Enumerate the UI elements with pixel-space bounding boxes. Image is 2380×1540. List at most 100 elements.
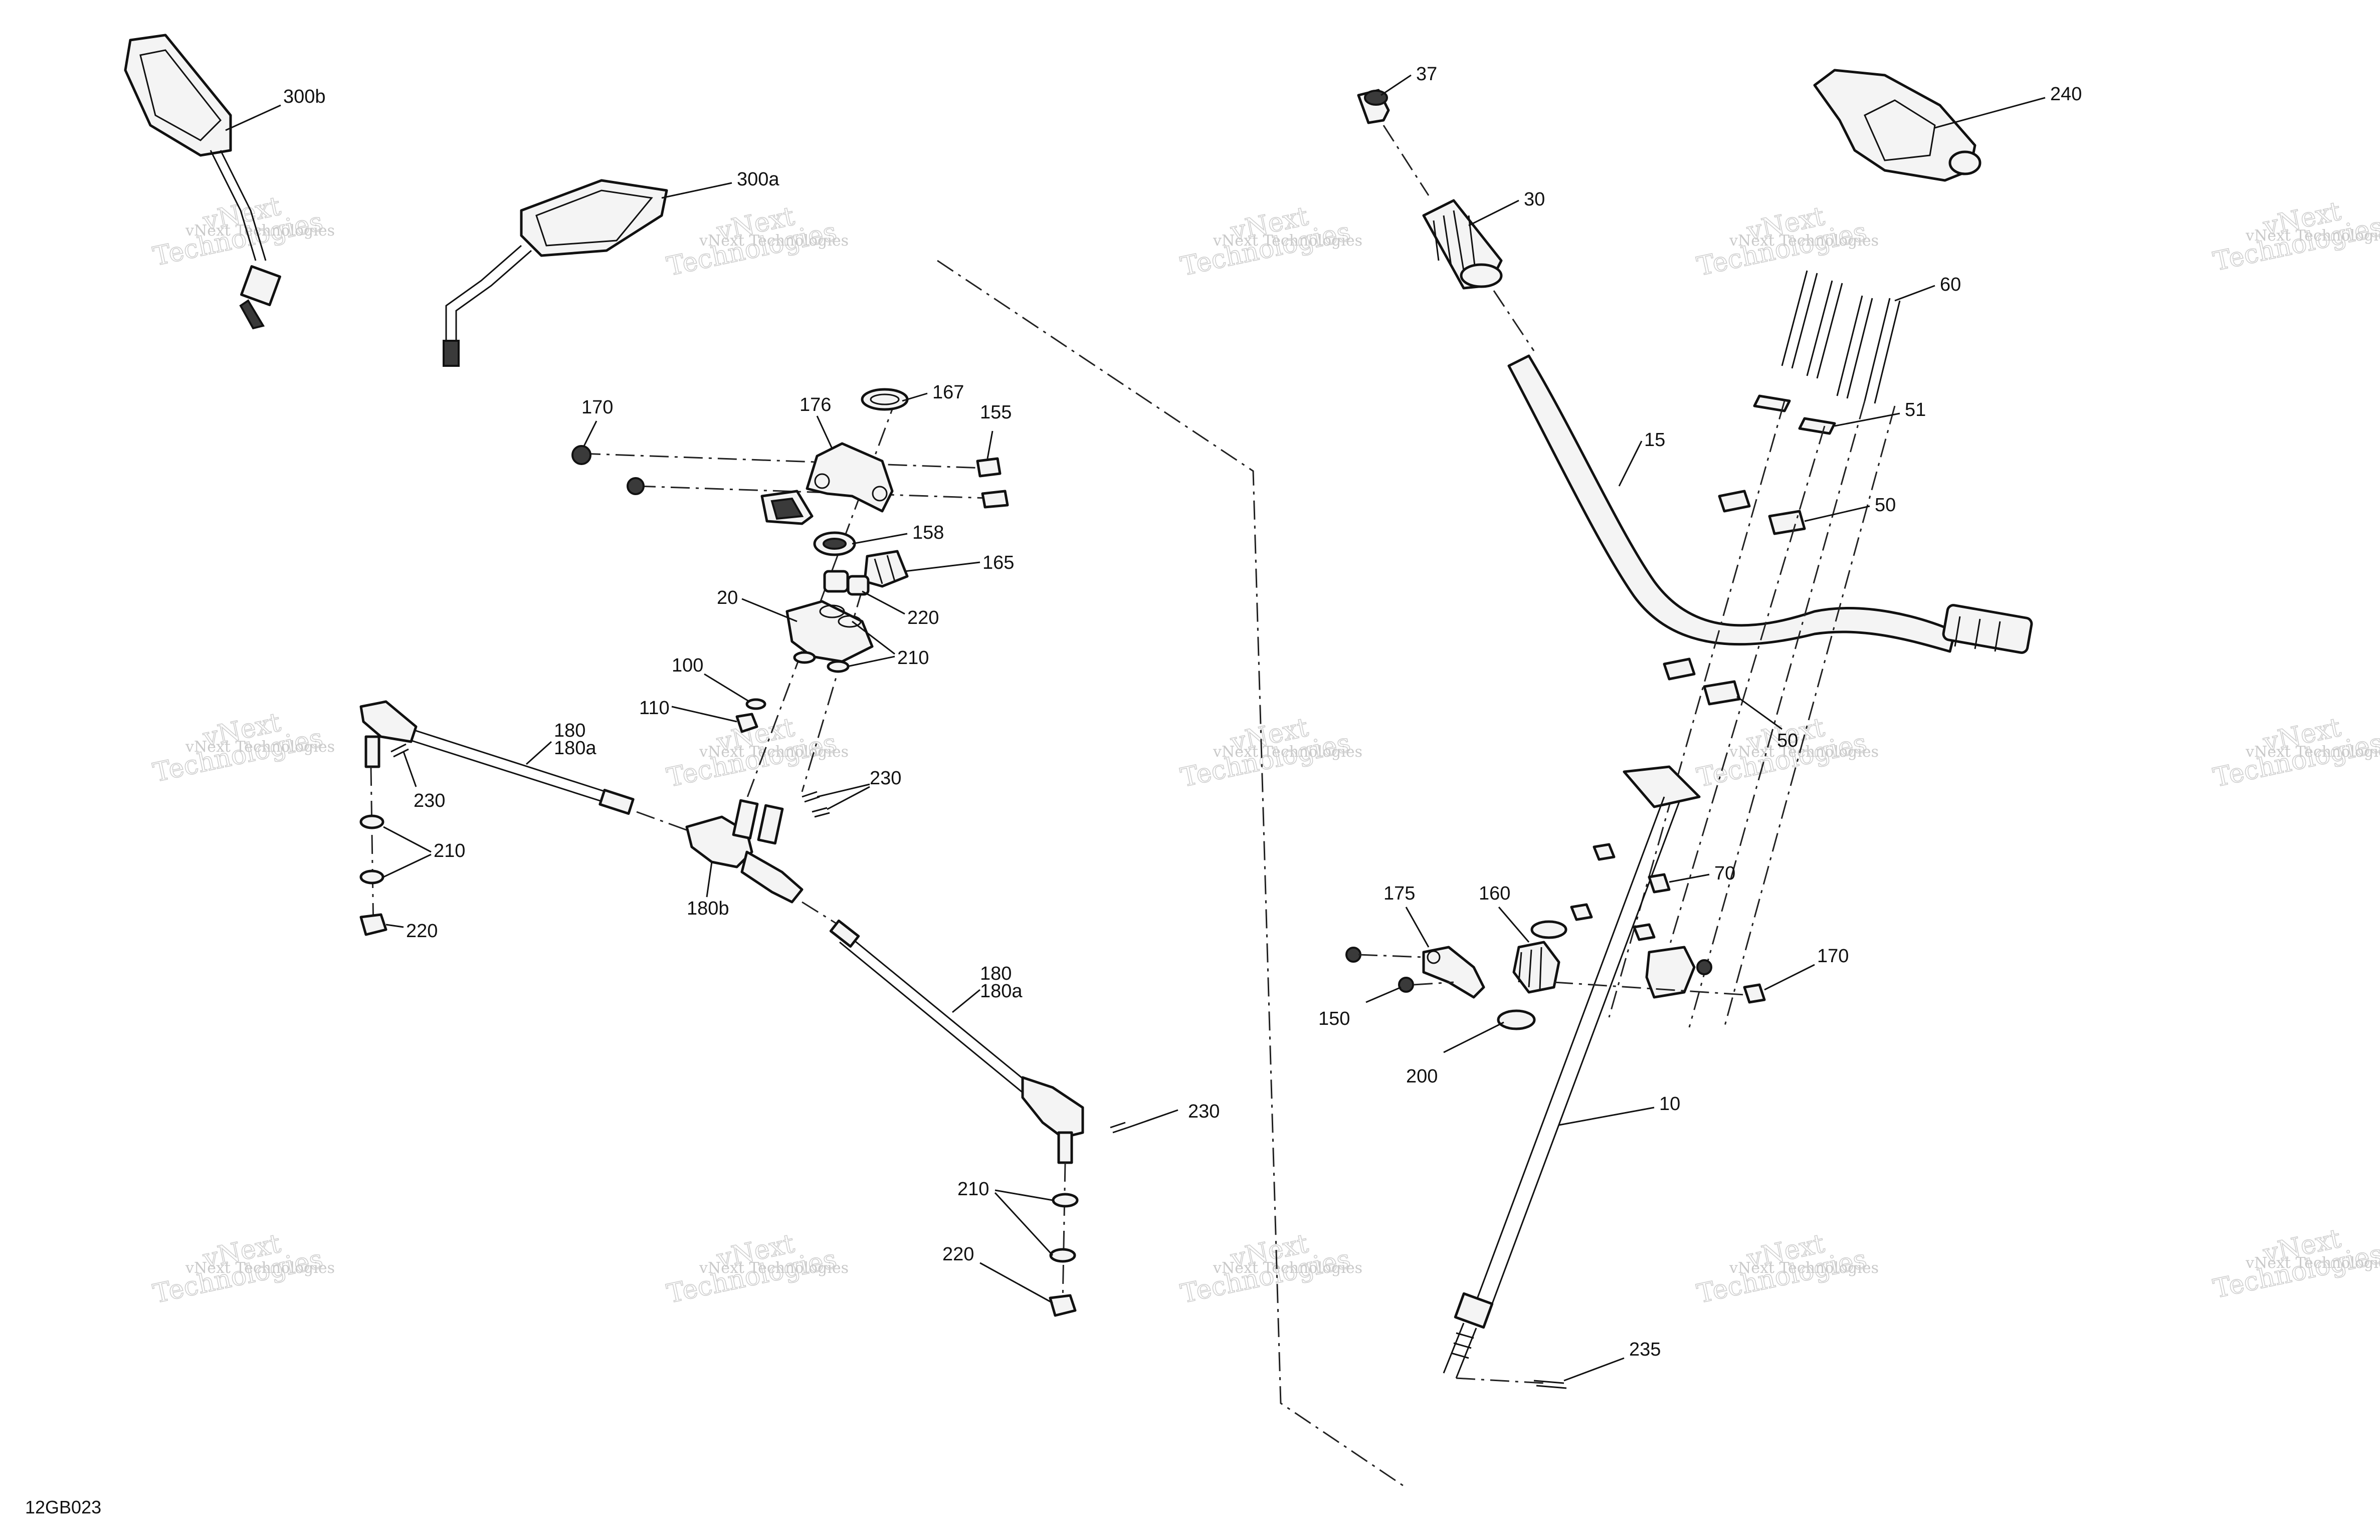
callout-210b: 210 <box>434 840 465 861</box>
leader-300b <box>225 104 281 131</box>
leader-210b-2 <box>383 853 432 878</box>
leader-51 <box>1834 412 1900 427</box>
leader-37 <box>1380 74 1412 96</box>
leader-170a <box>583 420 598 447</box>
svg-text:vNext Technologies: vNext Technologies <box>1729 232 1879 250</box>
callout-155: 155 <box>980 402 1012 423</box>
callout-180b: 180b <box>687 898 729 919</box>
callout-50a: 50 <box>1875 495 1896 516</box>
watermark: vNext Technologies Technologies vNext <box>664 201 849 283</box>
leader-210c-2 <box>994 1192 1054 1256</box>
leader-240 <box>1934 97 2046 129</box>
callout-180a-sub: 180a <box>554 738 597 759</box>
leader-10 <box>1558 1107 1655 1126</box>
callout-60: 60 <box>1940 274 1961 295</box>
callout-176: 176 <box>800 394 831 415</box>
watermark: vNext Technologies Technologies vNext <box>1177 201 1362 283</box>
leader-160 <box>1498 907 1530 943</box>
callout-300b: 300b <box>283 86 326 107</box>
callout-180b-sub: 180a <box>980 981 1023 1002</box>
watermark: vNext Technologies Technologies vNext <box>664 1228 849 1310</box>
callout-200: 200 <box>1406 1066 1438 1087</box>
callout-20: 20 <box>717 587 738 608</box>
callout-240: 240 <box>2050 84 2082 105</box>
callout-30: 30 <box>1524 189 1545 210</box>
leader-210c-1 <box>995 1189 1053 1201</box>
leader-170b <box>1764 964 1815 991</box>
callout-110: 110 <box>639 698 670 719</box>
callout-170a: 170 <box>581 397 613 418</box>
callout-165: 165 <box>982 552 1014 573</box>
leader-235 <box>1563 1357 1625 1382</box>
leader-150 <box>1365 986 1402 1003</box>
callout-230a: 230 <box>414 790 445 811</box>
leader-230b-2 <box>827 786 870 810</box>
handlebar-assembly <box>1345 69 2033 1389</box>
callout-170b: 170 <box>1817 946 1849 967</box>
leader-220c <box>979 1262 1053 1304</box>
leader-110 <box>671 706 737 723</box>
leader-180b-right <box>952 989 980 1013</box>
svg-text:vNext Technologies: vNext Technologies <box>1213 1259 1362 1277</box>
leader-176 <box>816 415 833 449</box>
callout-50b: 50 <box>1777 730 1798 751</box>
watermark: vNext Technologies Technologies vNext <box>2210 712 2380 794</box>
callout-150: 150 <box>1318 1008 1350 1029</box>
callout-220c: 220 <box>942 1244 974 1265</box>
leader-50a <box>1804 505 1870 522</box>
callout-175: 175 <box>1383 883 1415 904</box>
leader-175 <box>1405 907 1430 948</box>
tie-rod-left <box>359 700 635 936</box>
callout-300a: 300a <box>737 169 779 190</box>
callout-220b: 220 <box>406 921 438 942</box>
steering-bracket-assembly <box>571 388 1009 818</box>
leader-210a-1 <box>852 620 895 655</box>
svg-text:vNext Technologies: vNext Technologies <box>185 1259 335 1277</box>
watermark: vNext Technologies Technologies vNext <box>150 707 335 789</box>
leader-180b <box>706 861 713 898</box>
tie-rod-right <box>829 919 1128 1317</box>
callout-70: 70 <box>1714 863 1735 884</box>
leader-100 <box>704 673 750 703</box>
mirror-300b <box>124 34 281 330</box>
leader-200 <box>1443 1021 1504 1053</box>
callout-230c: 230 <box>1188 1101 1220 1122</box>
watermark: vNext Technologies Technologies vNext <box>1177 712 1362 794</box>
leader-60 <box>1894 285 1935 302</box>
callout-100: 100 <box>672 655 703 676</box>
diagram-code: 12GB023 <box>25 1497 101 1517</box>
watermark: vNext Technologies Technologies vNext <box>150 191 335 273</box>
leader-15 <box>1618 441 1643 487</box>
leader-230a <box>403 751 417 787</box>
watermarks: vNext Technologies Technologies vNext vN… <box>150 191 2380 1310</box>
svg-text:vNext Technologies: vNext Technologies <box>2245 1254 2380 1272</box>
svg-text:vNext Technologies: vNext Technologies <box>1213 743 1362 761</box>
callout-37: 37 <box>1416 64 1437 85</box>
callout-220a: 220 <box>907 607 939 628</box>
svg-text:vNext Technologies: vNext Technologies <box>2245 227 2380 245</box>
watermark: vNext Technologies Technologies vNext <box>1694 201 1879 283</box>
svg-text:vNext Technologies: vNext Technologies <box>699 232 849 250</box>
svg-text:vNext Technologies: vNext Technologies <box>1729 743 1879 761</box>
assembly-boundary <box>937 260 1404 1487</box>
callout-51: 51 <box>1905 399 1926 420</box>
leader-165 <box>904 561 980 572</box>
callout-10: 10 <box>1659 1093 1680 1115</box>
callout-210c: 210 <box>957 1179 989 1200</box>
leader-30 <box>1468 199 1519 227</box>
callout-160: 160 <box>1479 883 1510 904</box>
svg-text:vNext Technologies: vNext Technologies <box>699 1259 849 1277</box>
center-joint-180b <box>636 799 843 928</box>
callout-210a: 210 <box>897 647 929 669</box>
leader-210a-2 <box>847 655 895 668</box>
watermark: vNext Technologies Technologies vNext <box>1694 712 1879 794</box>
callout-180a-main: 180 <box>554 720 585 741</box>
leader-230c <box>1127 1109 1178 1129</box>
watermark: vNext Technologies Technologies vNext <box>150 1228 335 1310</box>
leader-155 <box>986 430 994 459</box>
leader-220a <box>862 590 905 615</box>
svg-text:vNext Technologies: vNext Technologies <box>1213 232 1362 250</box>
callout-15: 15 <box>1644 429 1665 451</box>
leader-230b-1 <box>817 783 870 798</box>
mirror-300a <box>443 179 668 367</box>
